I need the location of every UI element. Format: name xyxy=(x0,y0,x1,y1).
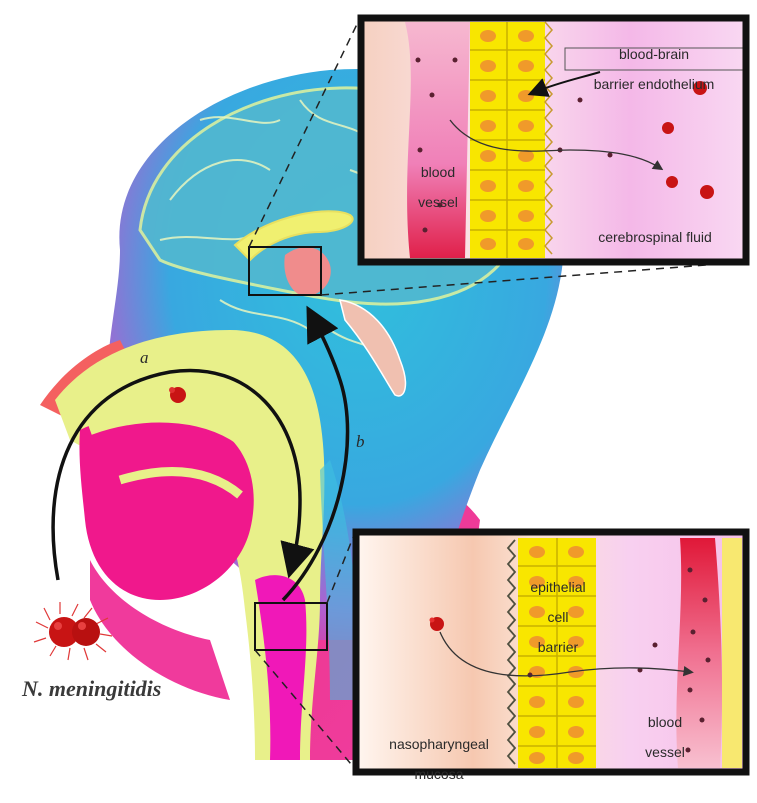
top-vessel-label: blood vessel xyxy=(408,150,468,225)
bottom-vessel-label: blood vessel xyxy=(625,700,705,775)
endothelial-cells xyxy=(470,22,552,258)
epithelial-barrier-label: epithelial cell barrier xyxy=(518,565,598,670)
organism-name: N. meningitidis xyxy=(22,676,222,702)
csf-label: cerebrospinal fluid xyxy=(570,230,740,245)
mucosa-label: nasopharyngeal mucosa xyxy=(364,722,514,797)
bbb-label: blood-brain barrier endothelium xyxy=(566,32,742,107)
route-a-label: a xyxy=(140,348,149,368)
route-b-label: b xyxy=(356,432,365,452)
